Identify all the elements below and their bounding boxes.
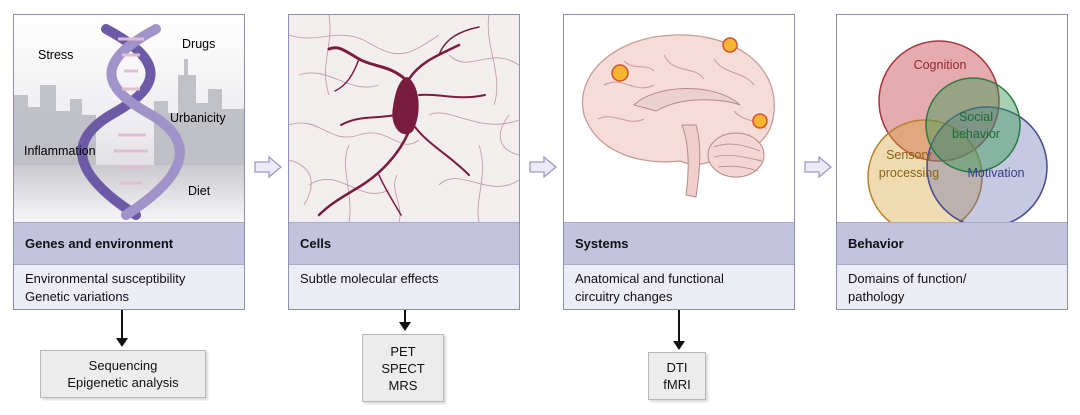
connector-arrowhead [673,341,685,350]
flow-arrow-icon [804,155,833,179]
sensory-processing-label-2: processing [879,166,939,180]
description-line: Domains of function/ [848,271,967,286]
brain-scene [564,15,794,222]
flow-arrow-icon [254,155,283,179]
genes-environment-illustration: Stress Drugs Urbanicity Inflammation Die… [14,15,244,222]
description-line: Genetic variations [25,289,130,304]
tool-box-imaging: PET SPECT MRS [362,334,444,402]
cells-illustration [289,15,519,222]
systems-illustration [564,15,794,222]
neuron-scene [289,15,519,222]
description-line: circuitry changes [575,289,673,304]
panel-title: Cells [289,222,519,265]
panel-description: Anatomical and functional circuitry chan… [564,265,794,309]
panel-description: Environmental susceptibility Genetic var… [14,265,244,309]
dna-helix-icon [77,24,185,220]
motivation-label: Motivation [968,166,1025,180]
behavior-illustration: Cognition Social behavior Sensory proces… [837,15,1067,222]
flow-arrow-icon [529,155,558,179]
social-behavior-circle [925,77,1021,173]
panel-systems: Systems Anatomical and functional circui… [563,14,795,310]
tool-label: PET [390,343,416,359]
tool-box-mri: DTI fMRI [648,352,706,400]
panel-description: Subtle molecular effects [289,265,519,309]
connector-line [404,310,406,324]
connector-arrowhead [399,322,411,331]
sensory-processing-circle [867,119,983,222]
description-line: Subtle molecular effects [300,271,439,286]
social-behavior-label-2: behavior [952,127,1000,141]
description-line: Anatomical and functional [575,271,724,286]
panel-description: Domains of function/ pathology [837,265,1067,309]
activation-spot-icon [611,37,768,129]
stress-label: Stress [38,48,73,62]
description-line: pathology [848,289,905,304]
tool-label: fMRI [663,377,691,392]
cognition-label: Cognition [914,58,967,72]
brain-icon [581,34,775,198]
urbanicity-label: Urbanicity [170,111,226,125]
cognition-circle [878,40,1000,162]
behavior-venn: Cognition Social behavior Sensory proces… [837,15,1067,222]
motivation-circle [926,106,1048,222]
panel-cells: Cells Subtle molecular effects [288,14,520,310]
connector-line [121,310,123,340]
inflammation-label: Inflammation [24,144,96,158]
tool-label: DTI [666,360,688,375]
tool-label: SPECT [381,360,425,376]
tool-label: MRS [388,377,418,393]
neuron-icon [317,26,486,217]
tool-label: Sequencing [88,358,158,373]
description-line: Environmental susceptibility [25,271,186,286]
panel-title: Systems [564,222,794,265]
social-behavior-label-1: Social [959,110,993,124]
panel-behavior: Cognition Social behavior Sensory proces… [836,14,1068,310]
sensory-processing-label-1: Sensory [886,148,933,162]
connector-arrowhead [116,338,128,347]
tool-box-sequencing: Sequencing Epigenetic analysis [40,350,206,398]
panel-title: Behavior [837,222,1067,265]
panel-title: Genes and environment [14,222,244,265]
tool-label: Epigenetic analysis [67,375,179,390]
diet-label: Diet [188,184,211,198]
dna-city-scene: Stress Drugs Urbanicity Inflammation Die… [14,15,244,222]
connector-line [678,310,680,343]
drugs-label: Drugs [182,37,215,51]
panel-genes-environment: Stress Drugs Urbanicity Inflammation Die… [13,14,245,310]
